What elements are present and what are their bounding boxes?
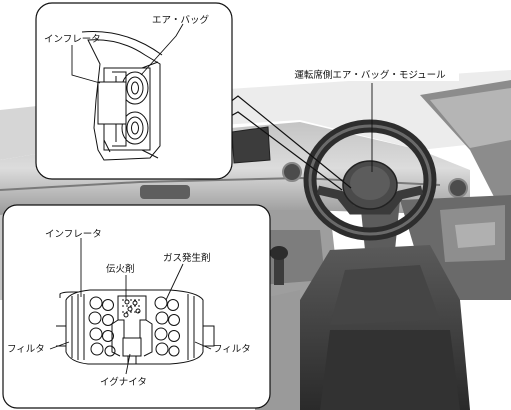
inflator-block bbox=[97, 81, 127, 125]
label-gas-generant: ガス発生剤 bbox=[163, 252, 211, 264]
label-backgrounds bbox=[283, 67, 459, 81]
inflator-detail bbox=[56, 289, 215, 365]
label-top-inflator: インフレータ bbox=[44, 34, 101, 45]
label-top-airbag: エア・バッグ bbox=[152, 14, 210, 26]
label-filter-left: フィルタ bbox=[7, 344, 45, 355]
label-igniter: イグナイタ bbox=[100, 376, 147, 388]
label-airbag-module: 運転席側エア・バッグ・モジュール bbox=[294, 69, 446, 81]
label-igniter-charge: 伝火剤 bbox=[106, 263, 135, 275]
top-callout bbox=[35, 2, 352, 191]
label-filter-right: フィルタ bbox=[213, 344, 251, 355]
label-bottom-inflator: インフレータ bbox=[45, 229, 102, 240]
module-cross-section bbox=[81, 31, 163, 161]
bottom-callout bbox=[2, 204, 271, 409]
